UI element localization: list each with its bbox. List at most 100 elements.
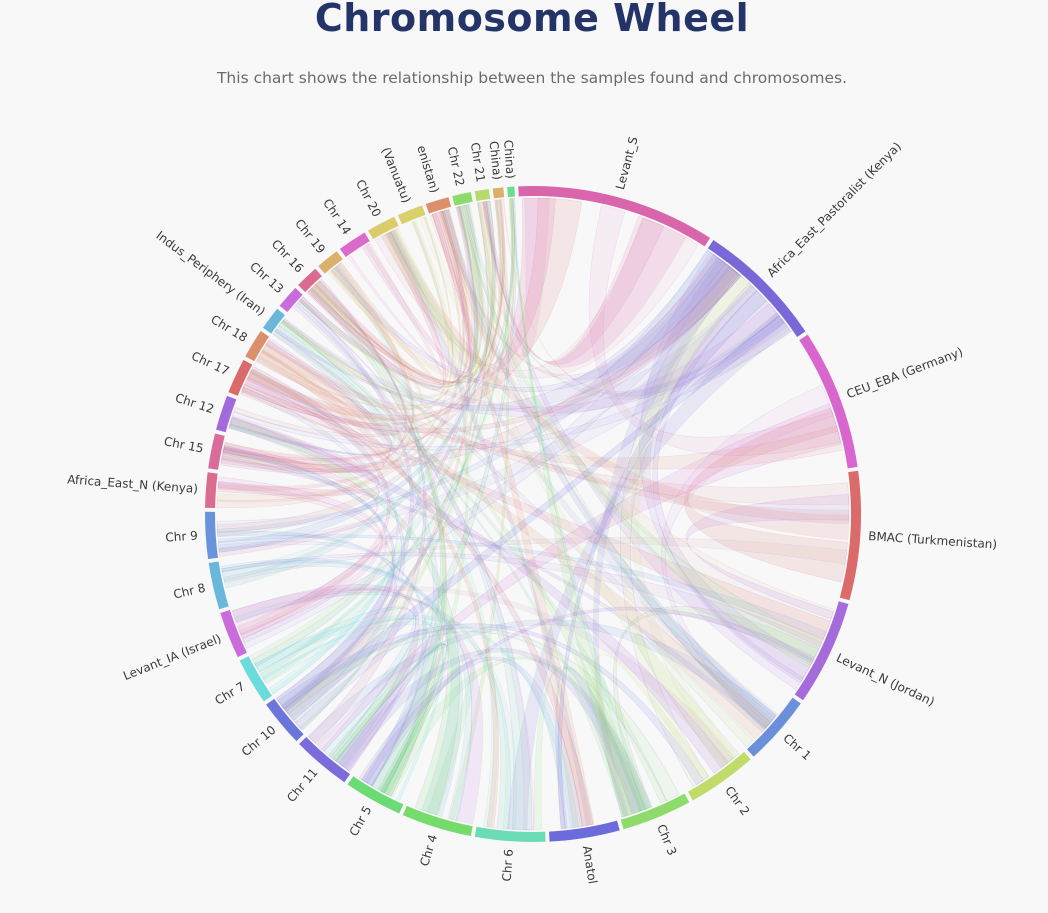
chord-ribbon bbox=[381, 211, 477, 370]
arc-indus-periphery-iran-23[interactable] bbox=[262, 308, 285, 334]
chord-ribbon bbox=[232, 318, 792, 451]
chord-ribbon bbox=[272, 328, 440, 794]
chord-ribbon bbox=[246, 197, 583, 421]
chord-ribbon bbox=[265, 340, 850, 506]
arc-chr-7-14[interactable] bbox=[239, 656, 273, 702]
chord-ribbon bbox=[223, 340, 391, 468]
chord-ribbon bbox=[280, 285, 781, 418]
chord-ribbon bbox=[262, 621, 517, 830]
chord-ribbon bbox=[261, 213, 462, 409]
arc-chr-3-7[interactable] bbox=[620, 793, 690, 830]
arc-ceu-eba-germany-2[interactable] bbox=[799, 334, 858, 469]
chord-ribbon bbox=[223, 537, 848, 583]
chord-ribbon bbox=[301, 204, 483, 388]
chord-ribbon bbox=[387, 228, 850, 541]
chord-ribbon bbox=[223, 198, 515, 461]
arc-china-34[interactable] bbox=[507, 186, 515, 197]
chord-ribbon bbox=[233, 585, 735, 768]
chord-ribbon bbox=[291, 201, 495, 723]
arc-chr-21-32[interactable] bbox=[474, 188, 491, 202]
label-chr-1-5: Chr 1 bbox=[780, 731, 814, 763]
chord-ribbon bbox=[228, 417, 729, 774]
arc-chr-5-11[interactable] bbox=[347, 776, 404, 814]
label-anatol-8: Anatol bbox=[580, 845, 600, 885]
chord-ribbon bbox=[684, 407, 849, 583]
chord-ribbon bbox=[481, 201, 687, 368]
arc-chr-2-6[interactable] bbox=[687, 751, 751, 801]
chord-ribbon bbox=[334, 643, 445, 787]
arc-china-33[interactable] bbox=[492, 187, 505, 199]
arc-chr-10-13[interactable] bbox=[266, 698, 304, 742]
chord-ribbon bbox=[262, 617, 444, 801]
chord-ribbon bbox=[592, 654, 710, 817]
arc-chr-15-19[interactable] bbox=[208, 433, 225, 470]
arc-levant-ia-israel-15[interactable] bbox=[220, 610, 247, 658]
label-ceu-eba-germany-2: CEU_EBA (Germany) bbox=[845, 345, 965, 402]
arc-chr-12-20[interactable] bbox=[216, 395, 237, 433]
arc-chr-1-5[interactable] bbox=[746, 697, 801, 757]
arc-chr-18-22[interactable] bbox=[245, 331, 270, 362]
chord-ribbon bbox=[502, 199, 788, 397]
chord-ribbon bbox=[221, 558, 463, 817]
arc-chr-16-25[interactable] bbox=[298, 268, 322, 293]
chord-ribbon bbox=[259, 198, 514, 684]
arc-chr-20-28[interactable] bbox=[368, 216, 399, 240]
arc-bmac-turkmenistan-3[interactable] bbox=[839, 470, 861, 601]
arc-enistan-30[interactable] bbox=[425, 197, 452, 214]
arc-anatol-8[interactable] bbox=[549, 820, 620, 842]
chord-ribbon bbox=[385, 198, 515, 367]
chord-ribbon bbox=[259, 198, 513, 677]
arc-chr-22-31[interactable] bbox=[452, 191, 473, 206]
chord-ribbon bbox=[217, 249, 726, 533]
chord-ribbon bbox=[216, 416, 380, 533]
chord-ribbon bbox=[222, 447, 388, 667]
arc-africa-east-n-kenya-18[interactable] bbox=[205, 472, 218, 509]
chord-ribbon bbox=[299, 206, 478, 731]
chord-ribbon bbox=[328, 643, 448, 794]
chord-ribbon bbox=[461, 204, 773, 730]
chord-ribbon bbox=[331, 199, 503, 377]
label-chr-18-22: Chr 18 bbox=[208, 312, 249, 345]
arc-chr-6-9[interactable] bbox=[474, 826, 546, 842]
arc-chr-13-24[interactable] bbox=[279, 287, 303, 313]
chord-ribbon bbox=[249, 365, 594, 827]
arc-chr-17-21[interactable] bbox=[228, 359, 253, 396]
chord-ribbon bbox=[328, 201, 493, 379]
chord-ribbon bbox=[276, 298, 414, 712]
chord-ribbon bbox=[221, 560, 473, 822]
chord-ribbon bbox=[385, 229, 592, 826]
chord-ribbon bbox=[388, 198, 515, 366]
chord-ribbon bbox=[216, 262, 414, 503]
chord-ribbon bbox=[639, 251, 804, 684]
label-china-33: China) bbox=[486, 140, 504, 180]
chord-ribbon bbox=[279, 219, 454, 400]
chord-ribbon bbox=[233, 199, 504, 438]
arc-chr-19-26[interactable] bbox=[318, 251, 343, 274]
chart-title: Chromosome Wheel bbox=[314, 0, 750, 40]
chord-ribbon bbox=[220, 253, 742, 473]
chord-ribbon bbox=[244, 381, 831, 648]
label-chr-13-24: Chr 13 bbox=[247, 259, 286, 296]
arc-chr-4-10[interactable] bbox=[402, 805, 473, 837]
chord-ribbon bbox=[299, 200, 497, 388]
arc-chr-14-27[interactable] bbox=[339, 232, 370, 257]
arc-levant-n-jordan-4[interactable] bbox=[794, 601, 849, 701]
arc-africa-east-pastoralist-kenya-1[interactable] bbox=[707, 240, 806, 337]
arc-chr-8-16[interactable] bbox=[208, 561, 229, 610]
arc-vanuatu-29[interactable] bbox=[397, 205, 426, 225]
chord-ribbon bbox=[255, 358, 843, 470]
label-chr-22-31: Chr 22 bbox=[445, 145, 467, 187]
arc-chr-11-12[interactable] bbox=[299, 736, 351, 783]
label-levant-n-jordan-4: Levant_N (Jordan) bbox=[834, 651, 937, 709]
chord-ribbon bbox=[217, 531, 427, 787]
label-chr-11-12: Chr 11 bbox=[284, 765, 321, 805]
arc-levant-s-0[interactable] bbox=[518, 186, 711, 247]
chord-ribbon bbox=[217, 481, 395, 711]
arc-chr-9-17[interactable] bbox=[205, 511, 219, 560]
chord-ribbon bbox=[218, 540, 397, 719]
chord-ribbon bbox=[293, 304, 534, 831]
label-africa-east-n-kenya-18: Africa_East_N (Kenya) bbox=[67, 472, 199, 496]
chord-ribbon bbox=[306, 289, 776, 726]
chord-ribbon bbox=[218, 442, 379, 557]
chord-ribbon bbox=[652, 282, 814, 682]
